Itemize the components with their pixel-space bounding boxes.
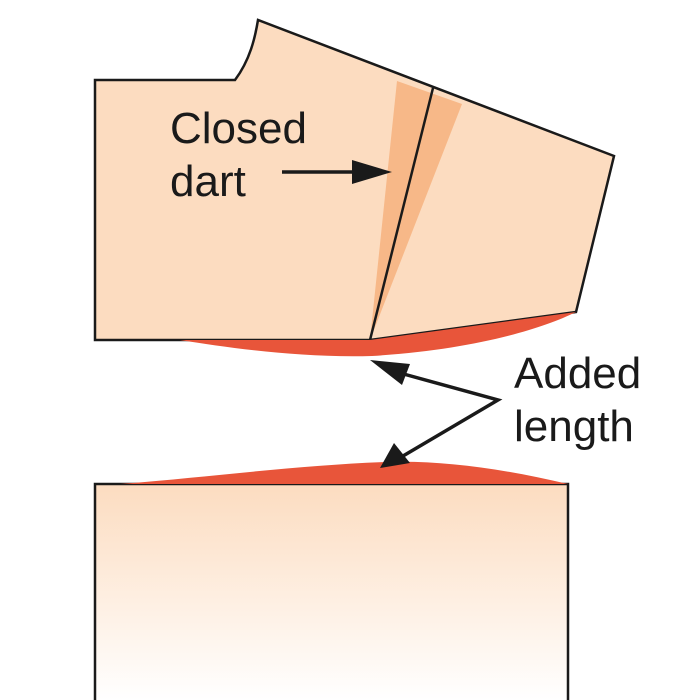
closed-dart-line xyxy=(368,87,435,341)
bodice-added-length xyxy=(180,312,576,357)
closed-dart-shading xyxy=(370,81,462,340)
skirt-added-length xyxy=(120,461,568,484)
closed-dart-label-line1: Closed xyxy=(170,104,307,153)
added-length-label-line1: Added xyxy=(514,349,641,398)
added-length-arrow-shaft xyxy=(399,371,503,458)
added-length-label-line2: length xyxy=(514,402,634,451)
added-length-arrowhead-top xyxy=(370,360,410,385)
closed-dart-label-line2: dart xyxy=(170,157,246,206)
closed-dart-arrowhead xyxy=(352,160,392,184)
skirt-piece xyxy=(93,482,570,700)
added-length-arrowhead-bottom xyxy=(380,443,410,468)
